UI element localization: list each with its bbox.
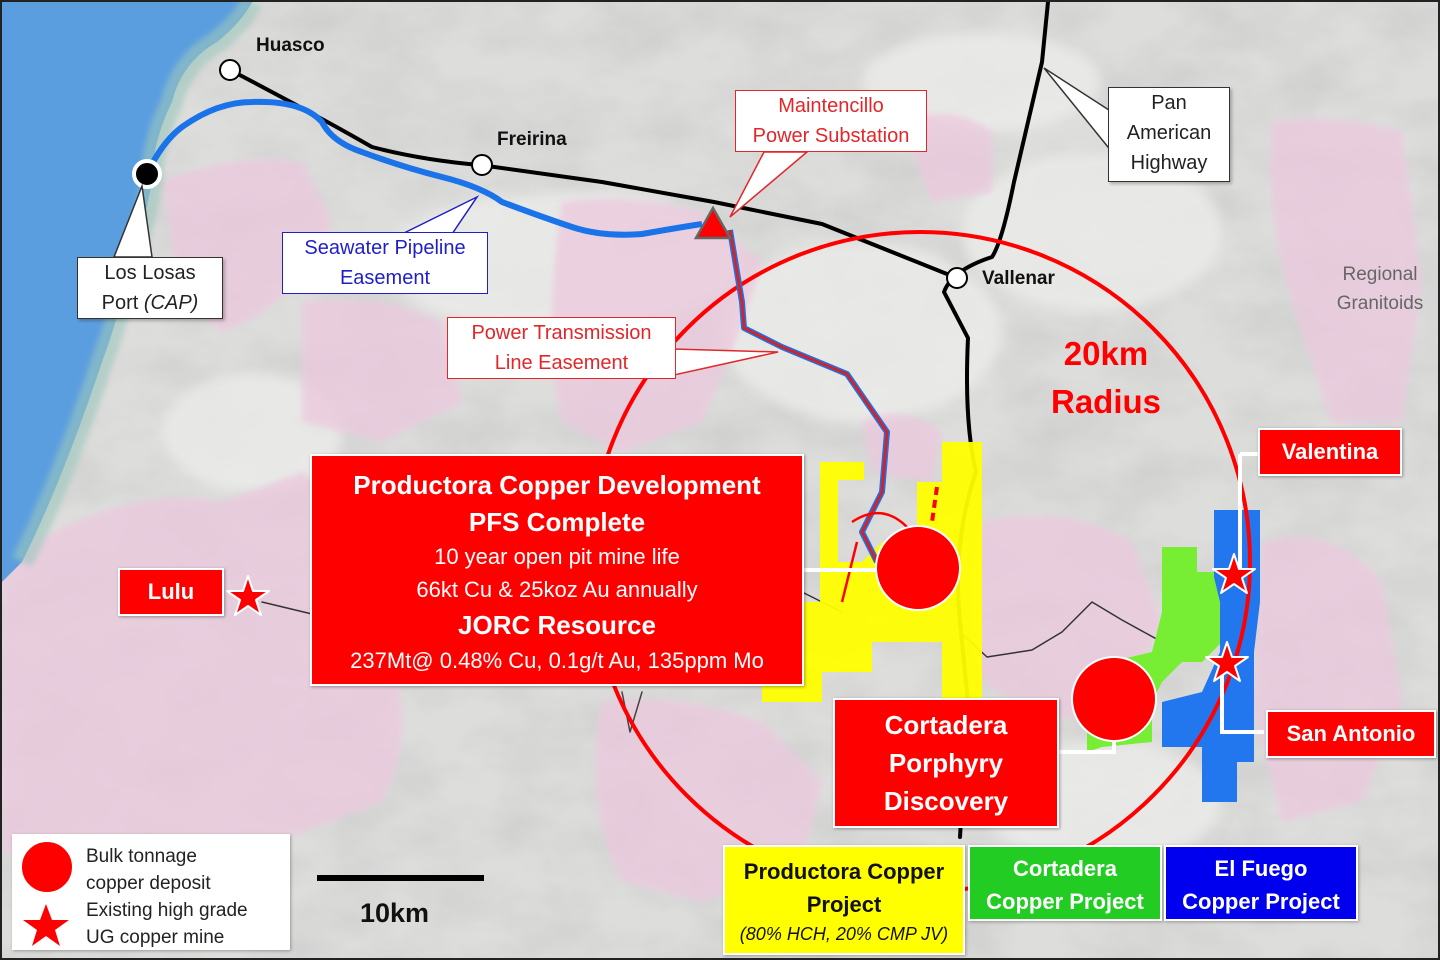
callout-text: Port (CAP) xyxy=(101,292,199,314)
cortadera-project-legend: Cortadera Copper Project xyxy=(968,845,1162,921)
box-line: Porphyry xyxy=(888,748,1004,778)
regional-granitoids-label: Regional Granitoids xyxy=(1328,260,1432,318)
project-name: Copper Project xyxy=(986,889,1144,914)
callout-text: Los Losas xyxy=(104,262,196,284)
box-subtitle: PFS Complete xyxy=(468,507,646,537)
substation-icon xyxy=(693,205,733,240)
san-antonio-star-icon xyxy=(1205,641,1249,682)
seawater-pipeline xyxy=(144,98,703,238)
legend-label: UG copper mine xyxy=(86,927,225,948)
box-line: 10 year open pit mine life xyxy=(434,544,680,569)
map-legend: Bulk tonnage copper deposit Existing hig… xyxy=(12,834,290,950)
legend-label: copper deposit xyxy=(86,873,211,894)
radius-label: 20km Radius xyxy=(1042,330,1170,426)
port-marker xyxy=(132,159,162,189)
callout-text: Highway xyxy=(1130,152,1208,174)
callout-text: Easement xyxy=(339,267,431,289)
project-name: Copper Project xyxy=(1182,889,1340,914)
label-text: Radius xyxy=(1050,383,1162,420)
town-label-huasco: Huasco xyxy=(256,35,325,56)
cortadera-deposit-marker xyxy=(1071,656,1157,742)
el-fuego-project-legend: El Fuego Copper Project xyxy=(1164,845,1358,921)
power-transmission-callout: Power Transmission Line Easement xyxy=(447,317,676,379)
box-line: Cortadera xyxy=(884,710,1008,740)
callout-text: Power Transmission xyxy=(471,322,652,344)
box-line: Discovery xyxy=(883,786,1009,816)
valentina-star-icon xyxy=(1212,553,1256,594)
los-losas-port-callout: Los Losas Port (CAP) xyxy=(77,257,223,319)
lulu-star-icon xyxy=(226,575,270,616)
callout-text: Pan xyxy=(1151,92,1187,114)
label-text: Granitoids xyxy=(1336,293,1424,314)
callout-text: Seawater Pipeline xyxy=(304,237,466,259)
town-label-vallenar: Vallenar xyxy=(982,268,1055,289)
deposit-circle-icon xyxy=(20,840,74,894)
mine-label-lulu: Lulu xyxy=(118,568,224,616)
town-markers xyxy=(219,59,968,289)
box-resource-title: JORC Resource xyxy=(458,610,656,640)
callout-text: Maintencillo xyxy=(778,95,884,117)
productora-development-box: Productora Copper Development PFS Comple… xyxy=(310,454,804,686)
legend-label: Existing high grade xyxy=(86,900,248,921)
legend-label: Bulk tonnage xyxy=(86,846,197,867)
mine-stars xyxy=(226,553,1256,682)
callout-text: Power Substation xyxy=(752,125,910,147)
town-label-freirina: Freirina xyxy=(497,129,567,150)
substation-callout: Maintencillo Power Substation xyxy=(735,90,927,152)
mine-label-valentina: Valentina xyxy=(1258,428,1402,476)
project-name: Project xyxy=(806,892,882,917)
project-name: Productora Copper xyxy=(743,859,945,884)
box-resource: 237Mt@ 0.48% Cu, 0.1g/t Au, 135ppm Mo xyxy=(350,648,764,673)
mine-label-san-antonio: San Antonio xyxy=(1266,710,1436,758)
project-ownership-note: (80% HCH, 20% CMP JV) xyxy=(739,924,949,944)
cortadera-discovery-box: Cortadera Porphyry Discovery xyxy=(833,698,1059,828)
project-name: El Fuego xyxy=(1214,856,1308,881)
callout-text: American xyxy=(1126,122,1212,144)
label-text: 20km xyxy=(1063,335,1149,372)
project-name: Cortadera xyxy=(1013,856,1117,881)
seawater-pipeline-callout: Seawater Pipeline Easement xyxy=(282,232,488,294)
productora-project-legend: Productora Copper Project (80% HCH, 20% … xyxy=(723,845,965,955)
pan-american-highway-callout: Pan American Highway xyxy=(1108,87,1230,182)
box-title: Productora Copper Development xyxy=(353,470,761,500)
label-text: Regional xyxy=(1342,264,1418,285)
box-line: 66kt Cu & 25koz Au annually xyxy=(416,577,698,602)
legend-symbols xyxy=(20,840,74,946)
scale-bar-label: 10km xyxy=(360,898,430,928)
callout-text: Line Easement xyxy=(494,352,629,374)
mine-star-icon xyxy=(23,904,69,946)
productora-deposit-marker xyxy=(875,525,961,611)
